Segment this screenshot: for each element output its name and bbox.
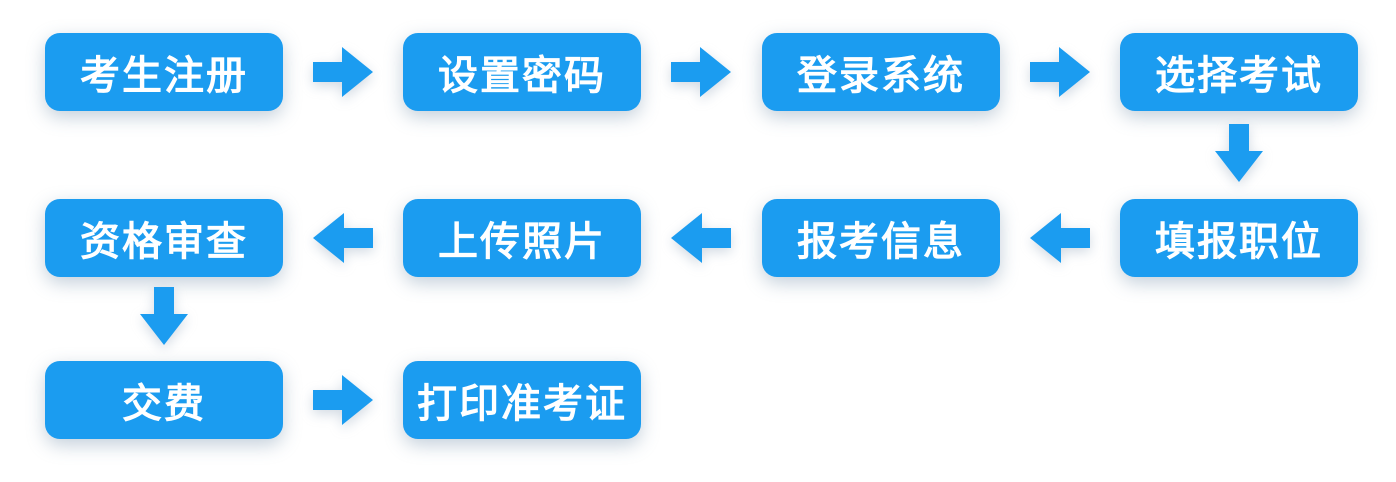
arrow-right-icon [671, 44, 731, 100]
arrow-right-icon [1030, 44, 1090, 100]
arrow-left-icon [313, 210, 373, 266]
flow-step-pay-fee-label: 交费 [122, 382, 206, 426]
flow-step-upload-photo-label: 上传照片 [438, 220, 606, 264]
flow-step-upload-photo: 上传照片 [403, 199, 641, 277]
flow-step-register-label: 考生注册 [80, 54, 248, 98]
flow-step-fill-position-label: 填报职位 [1155, 220, 1323, 264]
arrow-right-icon [313, 372, 373, 428]
flow-step-login-system-label: 登录系统 [797, 54, 965, 98]
arrow-down-icon [1215, 124, 1263, 182]
flow-step-application-info: 报考信息 [762, 199, 1000, 277]
arrow-down-icon [140, 287, 188, 345]
flow-step-print-admission-ticket-label: 打印准考证 [417, 382, 627, 426]
flow-step-select-exam-label: 选择考试 [1155, 54, 1323, 98]
arrow-left-icon [1030, 210, 1090, 266]
flow-step-set-password-label: 设置密码 [438, 54, 606, 98]
flow-step-print-admission-ticket: 打印准考证 [403, 361, 641, 439]
flow-step-register: 考生注册 [45, 33, 283, 111]
flow-step-set-password: 设置密码 [403, 33, 641, 111]
flow-step-login-system: 登录系统 [762, 33, 1000, 111]
flow-step-qualification-review-label: 资格审查 [80, 220, 248, 264]
flow-step-fill-position: 填报职位 [1120, 199, 1358, 277]
flow-step-application-info-label: 报考信息 [797, 220, 965, 264]
flow-step-select-exam: 选择考试 [1120, 33, 1358, 111]
arrow-left-icon [671, 210, 731, 266]
flow-step-pay-fee: 交费 [45, 361, 283, 439]
arrow-right-icon [313, 44, 373, 100]
flow-step-qualification-review: 资格审查 [45, 199, 283, 277]
